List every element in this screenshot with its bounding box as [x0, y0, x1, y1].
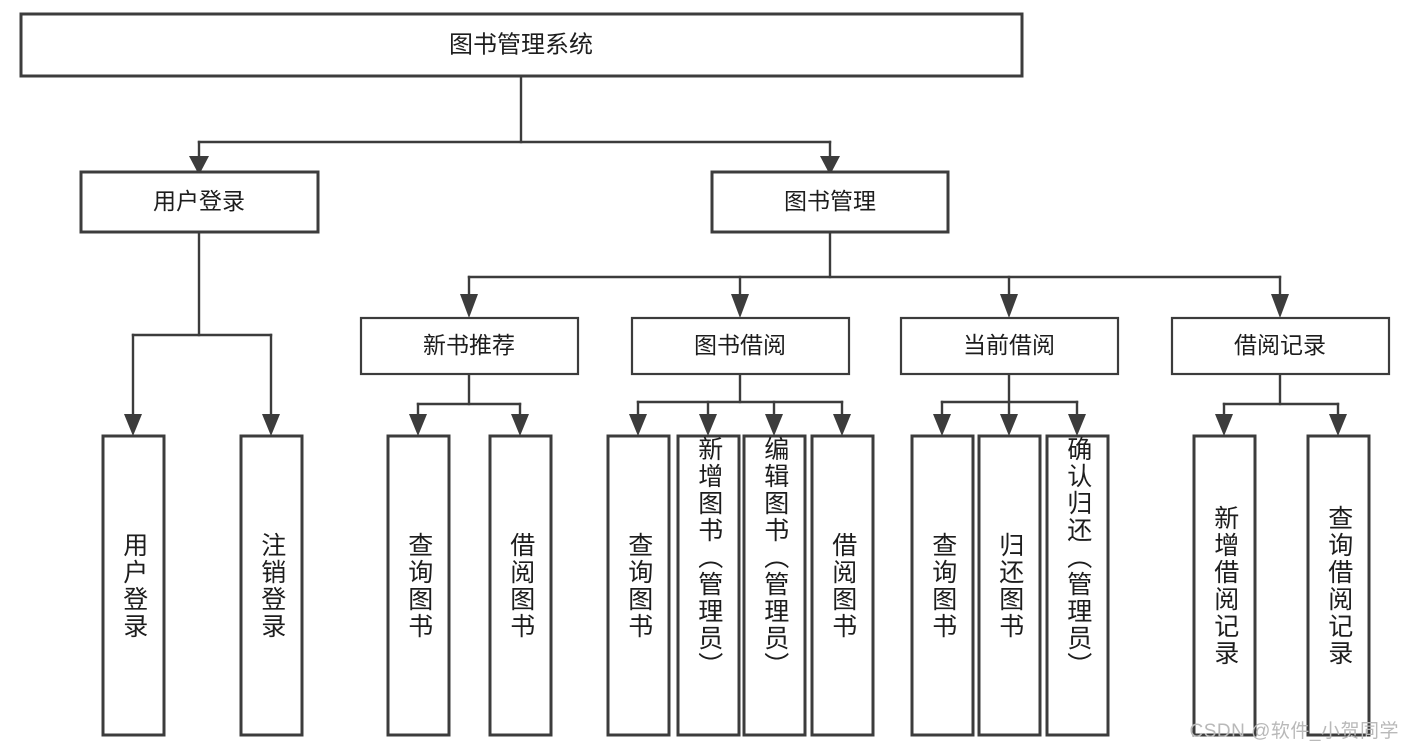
- node-user-login[interactable]: 用户登录: [79, 170, 320, 234]
- arrow-head-current-borrow: [1000, 294, 1018, 318]
- arrow-head-leaf-return-book: [1000, 414, 1018, 436]
- node-new-book-recommend-label: 新书推荐: [423, 332, 515, 358]
- node-leaf-confirm-return-box[interactable]: [1045, 434, 1110, 737]
- node-leaf-edit-book-box[interactable]: [742, 434, 807, 737]
- node-leaf-return-book-box[interactable]: [977, 434, 1042, 737]
- arrow-head-leaf-add-record: [1215, 414, 1233, 436]
- arrow-head-leaf-borrow-book-2: [833, 414, 851, 436]
- node-borrow-record[interactable]: 借阅记录: [1170, 316, 1391, 376]
- arrow-head-new-book-recommend: [460, 294, 478, 318]
- node-leaf-logout-login-box[interactable]: [239, 434, 304, 737]
- node-leaf-query-record-box[interactable]: [1306, 434, 1371, 737]
- node-leaf-add-book-box[interactable]: [676, 434, 741, 737]
- arrow-head-leaf-query-book-2: [629, 414, 647, 436]
- node-book-manage[interactable]: 图书管理: [710, 170, 950, 234]
- node-book-borrow-box[interactable]: [630, 316, 851, 376]
- arrow-head-leaf-logout-login: [262, 414, 280, 436]
- connector-layer: [124, 74, 1347, 436]
- node-leaf-user-login-box[interactable]: [101, 434, 166, 737]
- node-leaf-borrow-book-2-box[interactable]: [810, 434, 875, 737]
- node-root-box[interactable]: [19, 12, 1024, 78]
- node-leaf-query-book-3-box[interactable]: [910, 434, 975, 737]
- arrow-head-book-borrow: [731, 294, 749, 318]
- node-borrow-record-label: 借阅记录: [1234, 332, 1326, 358]
- arrow-head-leaf-borrow-book-1: [511, 414, 529, 436]
- arrow-head-leaf-query-record: [1329, 414, 1347, 436]
- node-book-borrow-label: 图书借阅: [694, 332, 786, 358]
- node-book-borrow[interactable]: 图书借阅: [630, 316, 851, 376]
- node-leaf-query-book-2-box[interactable]: [606, 434, 671, 737]
- node-user-login-label: 用户登录: [153, 188, 245, 214]
- node-new-book-recommend-box[interactable]: [359, 316, 580, 376]
- node-leaf-add-record-box[interactable]: [1192, 434, 1257, 737]
- node-book-manage-label: 图书管理: [784, 188, 876, 214]
- arrow-head-leaf-query-book-3: [933, 414, 951, 436]
- arrow-head-leaf-edit-book: [765, 414, 783, 436]
- arrow-head-leaf-query-book-1: [409, 414, 427, 436]
- node-current-borrow-label: 当前借阅: [963, 332, 1055, 358]
- node-leaf-borrow-book-1-box[interactable]: [488, 434, 553, 737]
- node-current-borrow[interactable]: 当前借阅: [899, 316, 1120, 376]
- arrow-head-user-login: [189, 156, 209, 175]
- arrow-head-borrow-record: [1271, 294, 1289, 318]
- csdn-watermark: CSDN @软件_小贺同学: [1189, 721, 1399, 742]
- node-borrow-record-box[interactable]: [1170, 316, 1391, 376]
- arrow-head-book-manage: [820, 156, 840, 175]
- node-user-login-box[interactable]: [79, 170, 320, 234]
- node-leaf-query-book-1-box[interactable]: [386, 434, 451, 737]
- node-root[interactable]: 图书管理系统: [19, 12, 1024, 78]
- node-new-book-recommend[interactable]: 新书推荐: [359, 316, 580, 376]
- leaf-box-layer: [101, 434, 1371, 737]
- node-book-manage-box[interactable]: [710, 170, 950, 234]
- arrow-head-leaf-user-login: [124, 414, 142, 436]
- arrow-head-leaf-add-book: [699, 414, 717, 436]
- node-root-label: 图书管理系统: [449, 31, 593, 58]
- arrow-head-leaf-confirm-return: [1068, 414, 1086, 436]
- node-current-borrow-box[interactable]: [899, 316, 1120, 376]
